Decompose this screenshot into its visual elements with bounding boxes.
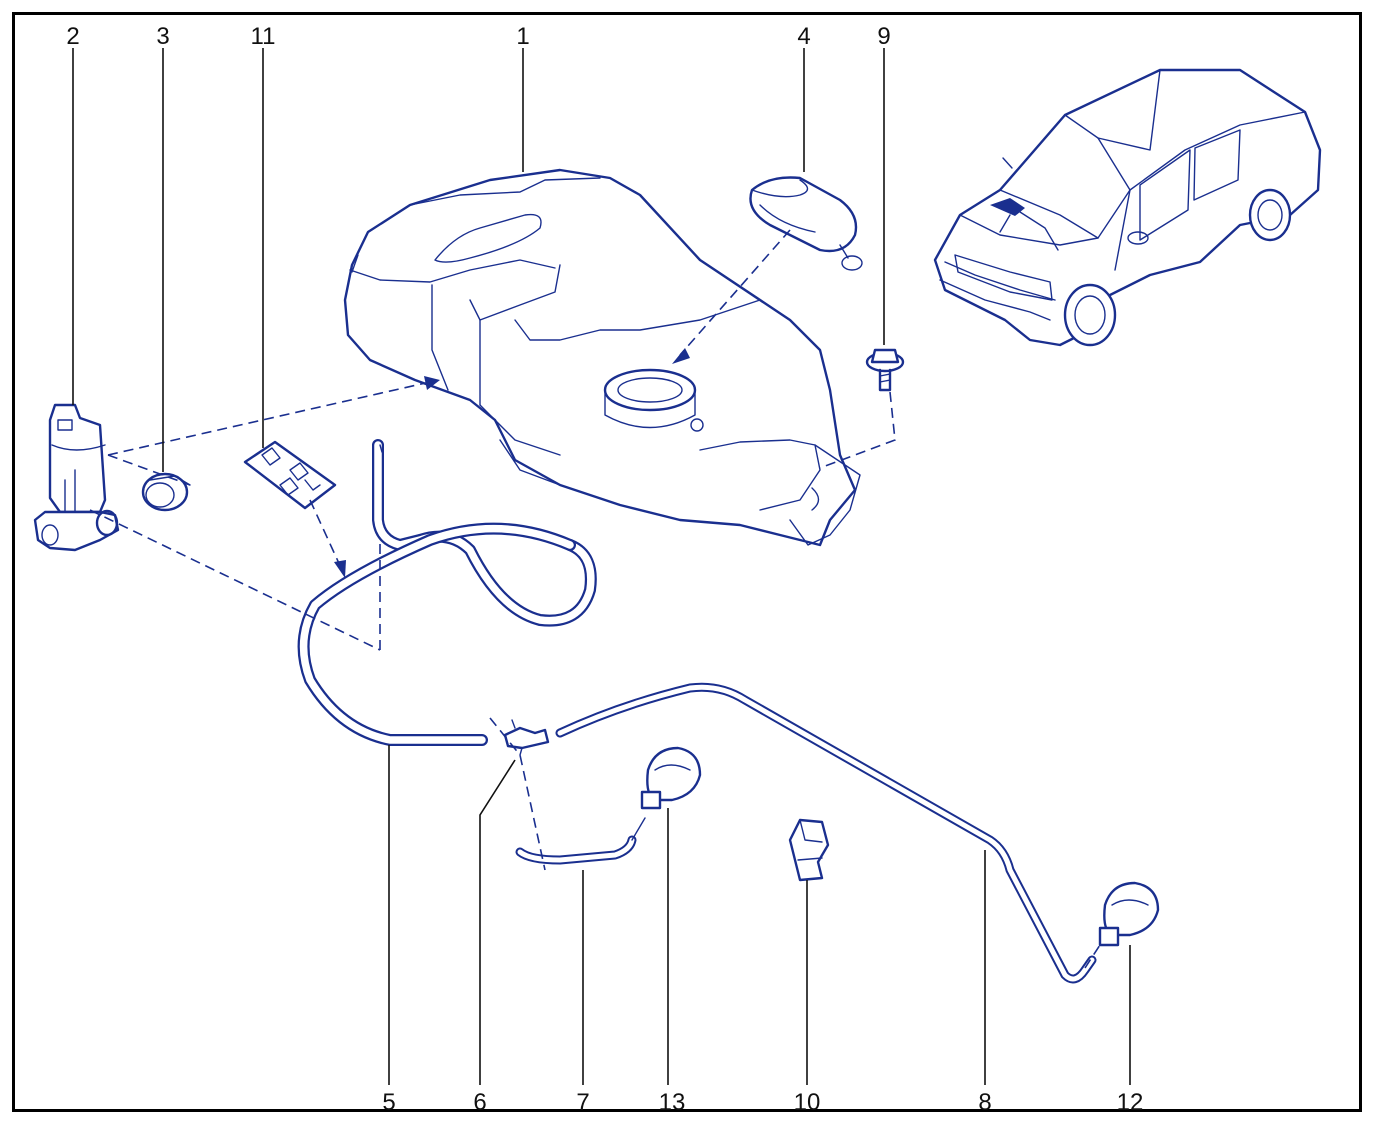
callout-9: 9 bbox=[877, 23, 890, 50]
callout-13: 13 bbox=[659, 1089, 686, 1116]
pipe-clip bbox=[788, 818, 830, 882]
pump-hose bbox=[297, 439, 597, 746]
callout-8: 8 bbox=[978, 1089, 991, 1116]
short-washer-pipe bbox=[515, 817, 646, 865]
callout-4: 4 bbox=[797, 23, 810, 50]
t-connector bbox=[503, 719, 550, 756]
callout-12: 12 bbox=[1117, 1089, 1144, 1116]
callout-5: 5 bbox=[382, 1089, 395, 1116]
washer-nozzle-left bbox=[640, 746, 702, 810]
fixing-screw bbox=[865, 348, 905, 392]
callout-3: 3 bbox=[156, 23, 169, 50]
pump-grommet bbox=[141, 472, 191, 512]
callout-leaders bbox=[72, 48, 1131, 1085]
long-washer-pipe bbox=[555, 682, 1097, 984]
diagram-frame bbox=[12, 12, 1362, 1112]
washer-pump bbox=[33, 403, 120, 552]
callout-11: 11 bbox=[251, 23, 276, 50]
callout-1: 1 bbox=[516, 23, 529, 50]
callout-labels: 2 3 11 1 4 9 5 6 7 13 10 8 12 bbox=[66, 23, 1143, 1116]
callout-6: 6 bbox=[473, 1089, 486, 1116]
washer-reservoir bbox=[343, 168, 861, 547]
callout-10: 10 bbox=[794, 1089, 821, 1116]
callout-7: 7 bbox=[576, 1089, 589, 1116]
assembly-guide-lines bbox=[89, 229, 1101, 969]
callout-2: 2 bbox=[66, 23, 79, 50]
vehicle-illustration bbox=[933, 68, 1322, 347]
washer-nozzle-right bbox=[1098, 881, 1160, 947]
hose-clip-plate bbox=[243, 440, 337, 510]
reservoir-cap bbox=[749, 176, 863, 271]
